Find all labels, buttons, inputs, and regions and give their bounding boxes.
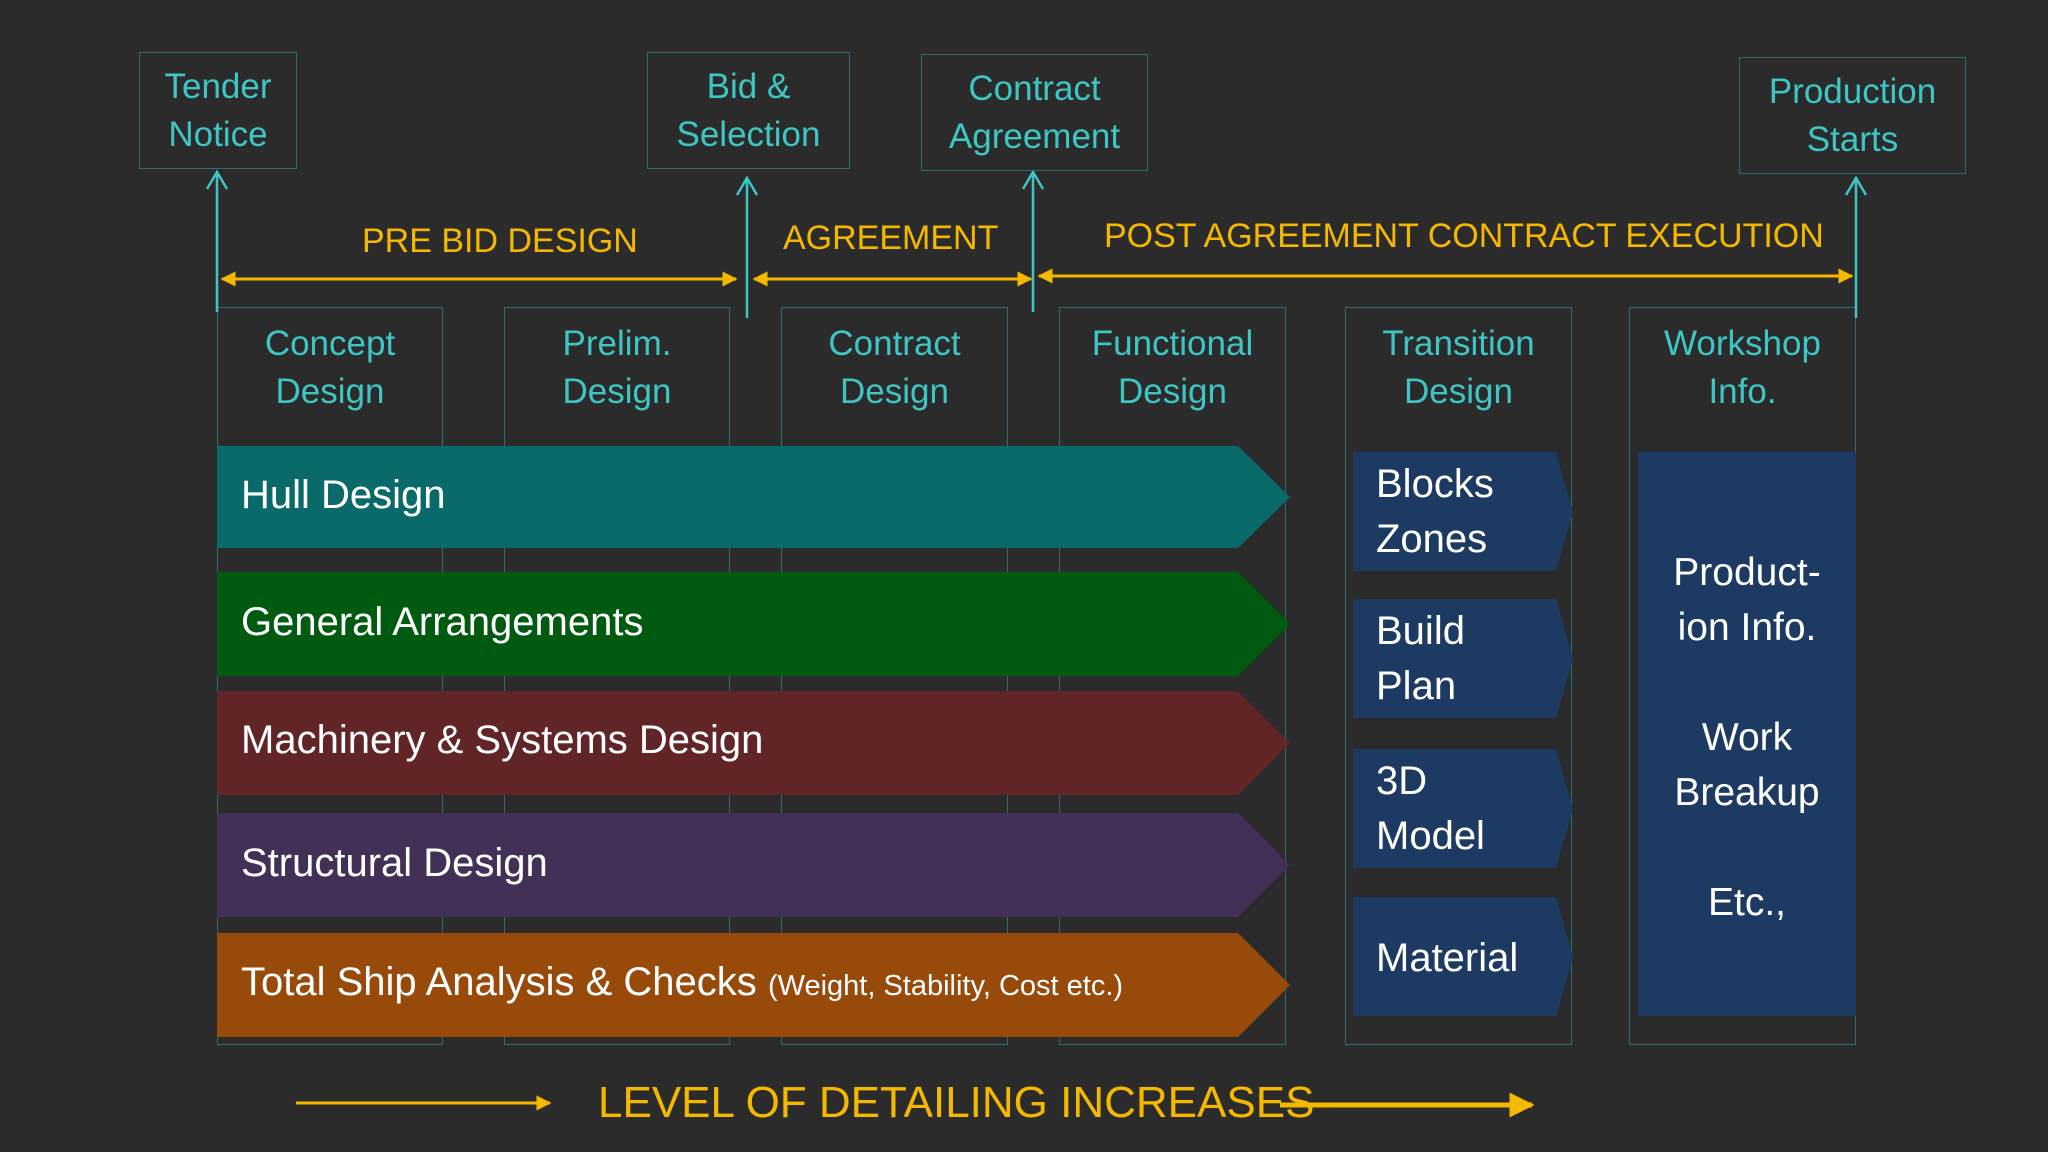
tile-text-blocks-zones: Blocks Zones (1376, 457, 1494, 567)
workshop-info-block (1638, 452, 1856, 1016)
tile-text-build-plan: Build Plan (1376, 604, 1465, 714)
milestone-arrows (205, 169, 1868, 318)
tender-arrowhead (205, 169, 229, 190)
hull-design-band (217, 446, 1290, 548)
stage-label-concept-line1: Concept (264, 324, 396, 363)
milestone-production-starts: Production Starts (1739, 57, 1966, 174)
milestone-tender-line1: Tender (164, 66, 272, 106)
tile-blocks-line2: Zones (1376, 517, 1488, 561)
milestone-contract-line2: Agreement (948, 116, 1121, 156)
stage-label-concept-line2: Design (275, 372, 385, 411)
tile-text-3d-model: 3D Model (1376, 754, 1485, 864)
stage-label-functional-line1: Functional (1091, 324, 1254, 363)
tile-3d-model (1353, 749, 1573, 868)
band-label-total-ship-note: (Weight, Stability, Cost etc.) (767, 970, 1124, 1002)
stage-label-contract: Contract Design (782, 320, 1007, 416)
contract-arrowhead (1021, 169, 1045, 190)
phase-label-agreement: AGREEMENT (783, 219, 999, 257)
stage-label-functional-line2: Design (1118, 372, 1227, 411)
tile-model-line1: 3D (1376, 759, 1428, 803)
tile-material-line1: Material (1376, 936, 1519, 980)
stage-label-transition: Transition Design (1346, 320, 1571, 416)
stage-label-concept: Concept Design (218, 320, 442, 416)
level-of-detailing-label: LEVEL OF DETAILING INCREASES (598, 1078, 1315, 1127)
stage-label-prelim: Prelim. Design (505, 320, 729, 416)
tile-text-material: Material (1376, 931, 1518, 986)
phase-arrows (220, 268, 1854, 287)
band-label-general-arrangements: General Arrangements (241, 600, 644, 644)
band-label-machinery: Machinery & Systems Design (241, 718, 764, 762)
stage-column-transition: Transition Design (1345, 307, 1572, 1045)
workshop-info-text: Product- ion Info. Work Breakup Etc., (1673, 551, 1821, 924)
tile-build-plan (1353, 599, 1573, 718)
milestone-production-line1: Production (1768, 71, 1937, 111)
production-arrowhead (1844, 175, 1868, 196)
general-arrangements-band (217, 572, 1290, 676)
tile-blocks-line1: Blocks (1376, 462, 1494, 506)
tile-blocks-zones (1353, 452, 1573, 571)
stage-label-prelim-line2: Design (562, 372, 672, 411)
stage-label-contract-line1: Contract (828, 324, 961, 363)
band-label-structural: Structural Design (241, 841, 548, 885)
bid-arrowhead (735, 175, 759, 196)
structural-design-band (217, 813, 1290, 917)
milestone-bid-line1: Bid & (706, 66, 791, 106)
phase-label-pre-bid: PRE BID DESIGN (362, 222, 638, 260)
stage-label-transition-line2: Design (1404, 372, 1513, 411)
stage-label-workshop-line1: Workshop (1664, 324, 1821, 363)
total-ship-analysis-band (217, 933, 1290, 1037)
tile-build-line2: Plan (1376, 664, 1457, 708)
milestone-contract-line1: Contract (968, 68, 1101, 108)
milestone-bid-selection: Bid & Selection (647, 52, 850, 169)
milestone-production-line2: Starts (1806, 119, 1899, 159)
stage-label-workshop: Workshop Info. (1630, 320, 1855, 416)
tile-build-line1: Build (1376, 609, 1465, 653)
machinery-systems-band (217, 691, 1290, 795)
milestone-contract-agreement: Contract Agreement (921, 54, 1148, 171)
band-label-total-ship: Total Ship Analysis & Checks (Weight, St… (241, 960, 1123, 1005)
milestone-tender-line2: Notice (168, 114, 268, 154)
stage-column-contract: Contract Design (781, 307, 1008, 1045)
stage-label-workshop-line2: Info. (1708, 372, 1777, 411)
band-label-total-ship-main: Total Ship Analysis & Checks (241, 960, 757, 1004)
milestone-bid-line2: Selection (676, 114, 821, 154)
stage-label-prelim-line1: Prelim. (562, 324, 672, 363)
milestone-tender-notice: Tender Notice (139, 52, 297, 169)
stage-label-contract-line2: Design (840, 372, 949, 411)
phase-label-post-agreement: POST AGREEMENT CONTRACT EXECUTION (1104, 217, 1824, 255)
band-label-hull: Hull Design (241, 473, 446, 517)
stage-label-transition-line1: Transition (1382, 324, 1535, 363)
stage-label-functional: Functional Design (1060, 320, 1285, 416)
tile-model-line2: Model (1376, 814, 1485, 858)
tile-material (1353, 897, 1573, 1016)
